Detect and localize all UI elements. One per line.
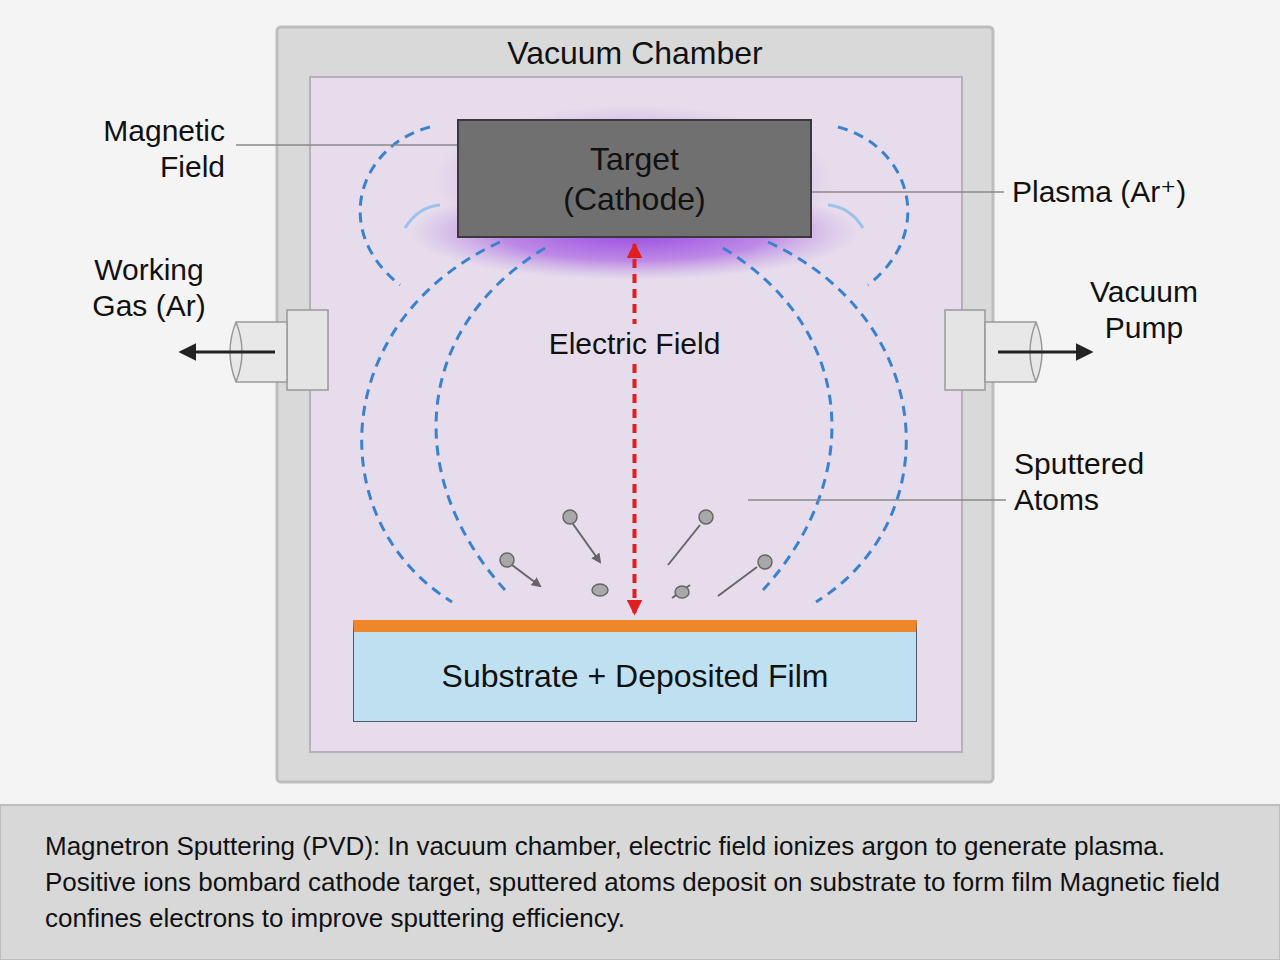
node-text: Substrate + Deposited Film bbox=[442, 658, 829, 695]
electric-field-arrow bbox=[633, 244, 637, 614]
part-label: Vacuum Pump bbox=[1058, 274, 1230, 346]
sputtered-atoms bbox=[500, 510, 772, 598]
gas-inlet-port bbox=[287, 310, 328, 390]
chamber-wall bbox=[277, 27, 993, 782]
substrate-box: Substrate + Deposited Film bbox=[353, 620, 917, 722]
gas-flow-arrow bbox=[182, 351, 275, 354]
magnetic-field-lines bbox=[828, 205, 863, 228]
pump-port bbox=[945, 310, 985, 390]
node-text: Vacuum Chamber bbox=[507, 27, 763, 72]
leader-line bbox=[236, 144, 470, 146]
magnetic-field-lines bbox=[405, 205, 440, 228]
node-text: Target (Cathode) bbox=[540, 139, 730, 219]
caption: Magnetron Sputtering (PVD): In vacuum ch… bbox=[45, 828, 1250, 936]
chamber-interior bbox=[310, 77, 962, 752]
chamber-box: Vacuum ChamberTarget (Cathode) Substrate … bbox=[277, 27, 993, 782]
leader-line bbox=[748, 499, 1006, 501]
plasma-glow bbox=[434, 105, 834, 255]
part-label: Magnetic Field bbox=[55, 113, 225, 185]
target-box: Target (Cathode) bbox=[457, 119, 812, 238]
pump-flow-arrow bbox=[998, 351, 1090, 354]
part-label: Sputtered Atoms bbox=[1014, 446, 1184, 518]
part-label: Plasma (Ar⁺) bbox=[1012, 174, 1262, 210]
caption-band bbox=[0, 805, 1280, 960]
part-label: Working Gas (Ar) bbox=[68, 252, 230, 324]
edge-label: Electric Field bbox=[543, 324, 727, 364]
